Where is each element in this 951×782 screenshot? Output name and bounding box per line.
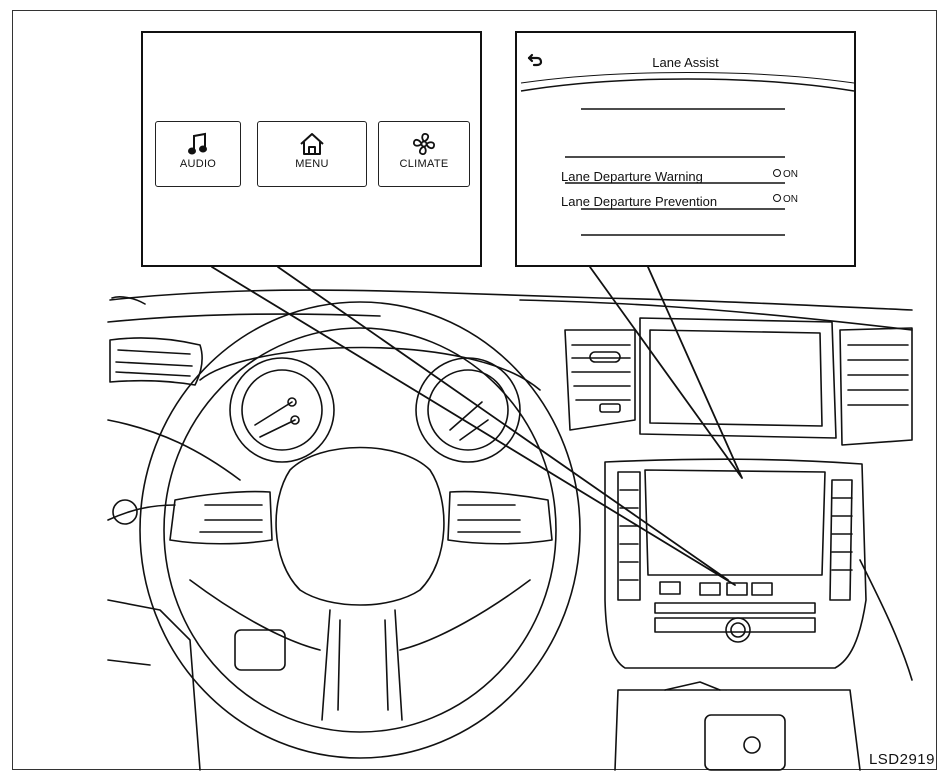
- audio-button-label: AUDIO: [179, 158, 217, 170]
- menu-button[interactable]: MENU: [257, 121, 367, 187]
- callout-lane-assist-screen: Lane Assist Lane Departure Warning ON La…: [515, 31, 856, 267]
- music-note-icon: [188, 132, 207, 155]
- gauge-left: [229, 357, 335, 463]
- audio-button[interactable]: AUDIO: [155, 121, 241, 187]
- cluster-hood: [199, 346, 541, 391]
- hw-button: [699, 582, 721, 596]
- dash-contour: [109, 289, 913, 311]
- volume-knob: [725, 617, 751, 643]
- wheel-hub: [275, 446, 445, 606]
- dash-contour: [519, 299, 913, 331]
- center-vent-left: [564, 329, 636, 431]
- setting-lane-departure-warning[interactable]: Lane Departure Warning ON: [561, 169, 811, 184]
- dash-contour: [111, 296, 146, 305]
- upper-display-bezel: [639, 317, 837, 439]
- menu-button-label: MENU: [295, 158, 329, 170]
- on-indicator[interactable]: ON: [773, 169, 798, 180]
- hw-button: [726, 582, 748, 596]
- callout-hardware-buttons: AUDIO MENU CLIMATE: [141, 31, 482, 267]
- title-arc: [520, 78, 855, 92]
- back-arrow-icon[interactable]: [527, 53, 543, 67]
- lower-display: [644, 469, 826, 576]
- dash-contour: [107, 313, 381, 323]
- left-vent: [109, 337, 203, 386]
- hw-button: [751, 582, 773, 596]
- indicator-dot-icon: [773, 194, 781, 203]
- setting-label: Lane Departure Prevention: [561, 194, 718, 209]
- callout-leader-right: [589, 266, 743, 479]
- screen-decor: [520, 72, 855, 236]
- indicator-dot-icon: [773, 169, 781, 178]
- door-knob: [112, 499, 138, 525]
- left-spoke: [169, 490, 273, 545]
- figure-code: LSD2919: [868, 751, 935, 768]
- home-icon: [300, 133, 324, 155]
- callout-leader-left: [211, 266, 736, 586]
- climate-button-label: CLIMATE: [399, 158, 449, 170]
- center-vent-right: [839, 327, 913, 446]
- on-indicator[interactable]: ON: [773, 194, 798, 205]
- hw-button: [659, 581, 681, 595]
- fan-icon: [412, 132, 436, 156]
- setting-lane-departure-prevention[interactable]: Lane Departure Prevention ON: [561, 194, 811, 209]
- figure-frame: [12, 10, 937, 770]
- lower-display-housing: [604, 458, 867, 669]
- climate-button[interactable]: CLIMATE: [378, 121, 470, 187]
- center-console: [614, 689, 861, 771]
- steering-wheel-inner-rim: [163, 327, 557, 733]
- upper-display: [649, 329, 823, 427]
- left-door-line: [107, 419, 241, 481]
- screen-title: Lane Assist: [652, 55, 719, 70]
- right-spoke: [447, 490, 553, 545]
- setting-label: Lane Departure Warning: [561, 169, 703, 184]
- lower-spoke: [321, 609, 403, 721]
- steering-wheel-rim: [139, 301, 581, 759]
- gauge-right: [415, 357, 521, 463]
